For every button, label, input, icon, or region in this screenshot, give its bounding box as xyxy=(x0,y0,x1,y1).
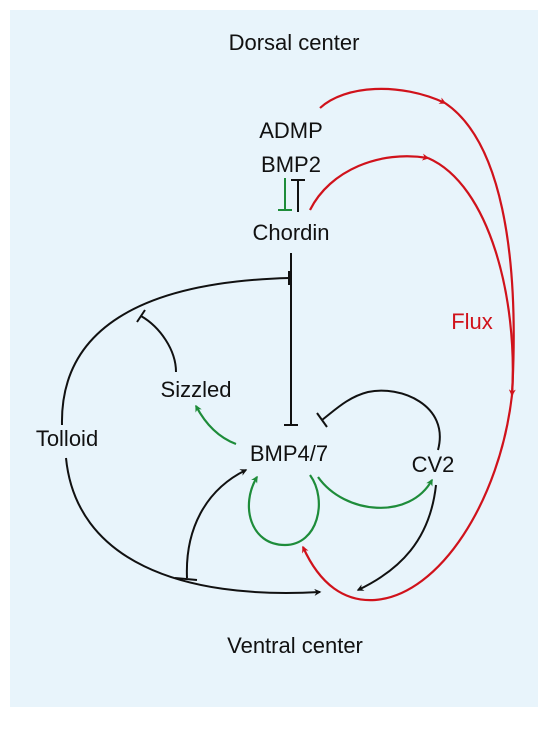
cv2-to-ventral-arrow xyxy=(356,484,437,591)
diagram-panel xyxy=(10,10,538,707)
bmp47-to-sizzled-arrow xyxy=(195,404,237,446)
chordin-flux-arrow xyxy=(309,153,430,211)
cv2-label: CV2 xyxy=(412,452,455,477)
flux-merge-line xyxy=(427,156,514,396)
flux-label: Flux xyxy=(451,309,493,334)
ventral-center-label: Ventral center xyxy=(227,633,363,658)
tolloid-label: Tolloid xyxy=(36,426,98,451)
flux-arrows xyxy=(301,87,516,602)
dorsal-center-label: Dorsal center xyxy=(229,30,360,55)
sizzled-inhibits-tolloid xyxy=(136,309,177,373)
bmp47-label: BMP4/7 xyxy=(250,441,328,466)
ventral-inhibits-bmp47-arrow xyxy=(174,469,248,581)
tolloid-inhibits-chordin xyxy=(60,271,290,426)
bmp2-chordin-inhibition xyxy=(278,178,305,212)
bmp2-label: BMP2 xyxy=(261,152,321,177)
sizzled-label: Sizzled xyxy=(161,377,232,402)
bmp47-autoregulation-loop xyxy=(247,474,320,547)
admp-flux-arrow xyxy=(319,87,447,109)
admp-label: ADMP xyxy=(259,118,323,143)
flux-to-ventral-arrow xyxy=(301,394,514,602)
chordin-label: Chordin xyxy=(252,220,329,245)
flux-down-arrow xyxy=(444,102,516,397)
chordin-inhibits-bmp47 xyxy=(284,253,298,426)
bmp47-to-cv2-arrow xyxy=(317,476,433,509)
tolloid-to-ventral-arrow xyxy=(65,457,322,596)
cv2-inhibits-bmp47 xyxy=(316,389,441,451)
